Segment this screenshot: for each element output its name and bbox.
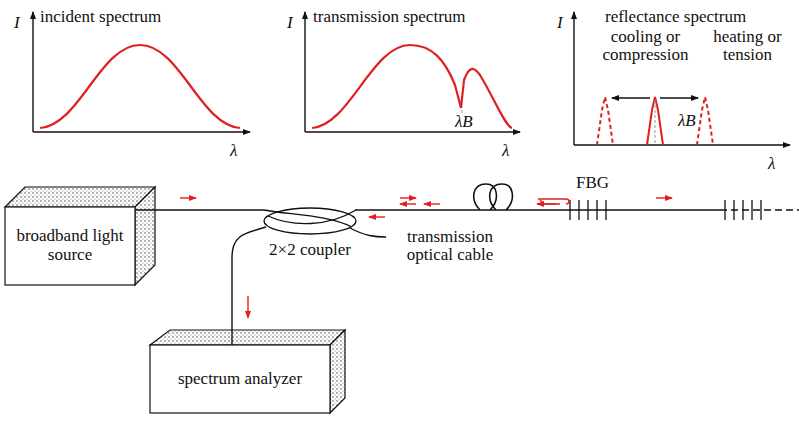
label: λ — [502, 142, 509, 160]
analyzer-box: spectrum analyzer — [150, 345, 330, 413]
label: λB — [454, 113, 474, 131]
optical-fiber — [232, 227, 266, 345]
label: transmission optical cable — [390, 228, 510, 264]
fbg-grating — [570, 200, 761, 220]
node-text: spectrum analyzer — [170, 370, 310, 389]
label: λ — [768, 155, 775, 173]
label: I — [557, 14, 563, 32]
label: cooling or compression — [598, 28, 693, 64]
transmission-plot — [305, 12, 520, 132]
label: I — [287, 14, 293, 32]
coupler-ellipse — [262, 205, 358, 239]
incident-plot — [33, 12, 250, 132]
node-text: 2×2 coupler — [262, 241, 358, 260]
label: λ — [230, 142, 237, 160]
optical-fiber — [135, 209, 264, 210]
light-direction-arrows — [180, 198, 672, 318]
label: transmission spectrum — [313, 8, 466, 26]
label: heating or tension — [700, 28, 795, 64]
node-text: broadband light source — [5, 227, 135, 264]
label: I — [14, 14, 20, 32]
coupler: 2×2 coupler — [262, 205, 358, 265]
label: λB — [677, 112, 697, 130]
analyzer-housing — [150, 330, 345, 413]
label: FBG — [576, 174, 609, 192]
light-source-box: broadband light source — [5, 207, 135, 285]
label: incident spectrum — [40, 8, 161, 26]
label: reflectance spectrum — [605, 8, 746, 26]
light-source-housing — [5, 187, 155, 285]
